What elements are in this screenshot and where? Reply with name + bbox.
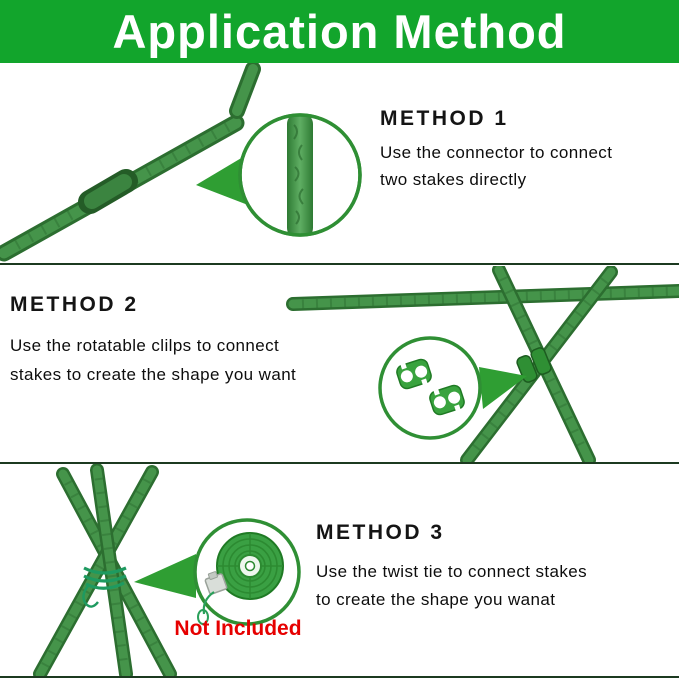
method-3-line-1: Use the twist tie to connect stakes bbox=[316, 562, 588, 581]
method-1-heading: METHOD 1 bbox=[380, 107, 509, 130]
method-2-line-1: Use the rotatable clilps to connect bbox=[10, 336, 280, 355]
mounted-clip-icon bbox=[516, 347, 552, 383]
twist-tie-spool-icon bbox=[197, 532, 284, 625]
twist-tie-illustration bbox=[33, 464, 301, 676]
magnifier-circle-border bbox=[238, 113, 362, 237]
rotatable-clip-icon bbox=[396, 358, 432, 390]
method-3-line-2: to create the shape you wanat bbox=[316, 590, 556, 609]
banner: Application Method bbox=[0, 0, 679, 63]
divider bbox=[0, 462, 679, 464]
clips-callout-circle bbox=[378, 336, 482, 440]
divider bbox=[0, 676, 679, 678]
callout-triangle-icon bbox=[196, 157, 248, 205]
horizontal-stake-graphic bbox=[286, 284, 679, 311]
stake-connector-illustration bbox=[0, 63, 362, 262]
tie-wire-loop-graphic bbox=[197, 609, 209, 625]
method-1-line-1: Use the connector to connect bbox=[380, 143, 613, 162]
twist-tie-wrap-icon bbox=[82, 566, 127, 608]
page-title: Application Method bbox=[112, 5, 567, 58]
method-1-line-2: two stakes directly bbox=[380, 170, 527, 189]
callout-triangle-icon bbox=[134, 554, 196, 598]
tie-wire-graphic bbox=[202, 591, 215, 615]
method-1-description: Use the connector to connect two stakes … bbox=[380, 139, 612, 193]
connector-sleeve-graphic bbox=[78, 169, 138, 214]
short-stake-graphic bbox=[229, 63, 261, 119]
rotatable-clip-icon bbox=[429, 384, 465, 416]
method-2-line-2: stakes to create the shape you want bbox=[10, 365, 297, 384]
tie-cutter-icon bbox=[204, 571, 228, 595]
method-2-heading: METHOD 2 bbox=[10, 293, 139, 316]
method-3-description: Use the twist tie to connect stakes to c… bbox=[316, 558, 587, 614]
method-2-description: Use the rotatable clilps to connect stak… bbox=[10, 331, 296, 389]
rotatable-clip-illustration bbox=[286, 266, 679, 462]
divider bbox=[0, 263, 679, 265]
zoomed-stake-graphic bbox=[287, 115, 313, 235]
method-3-heading: METHOD 3 bbox=[316, 521, 445, 544]
callout-triangle-icon bbox=[479, 367, 527, 409]
not-included-label: Not Included bbox=[174, 617, 302, 640]
